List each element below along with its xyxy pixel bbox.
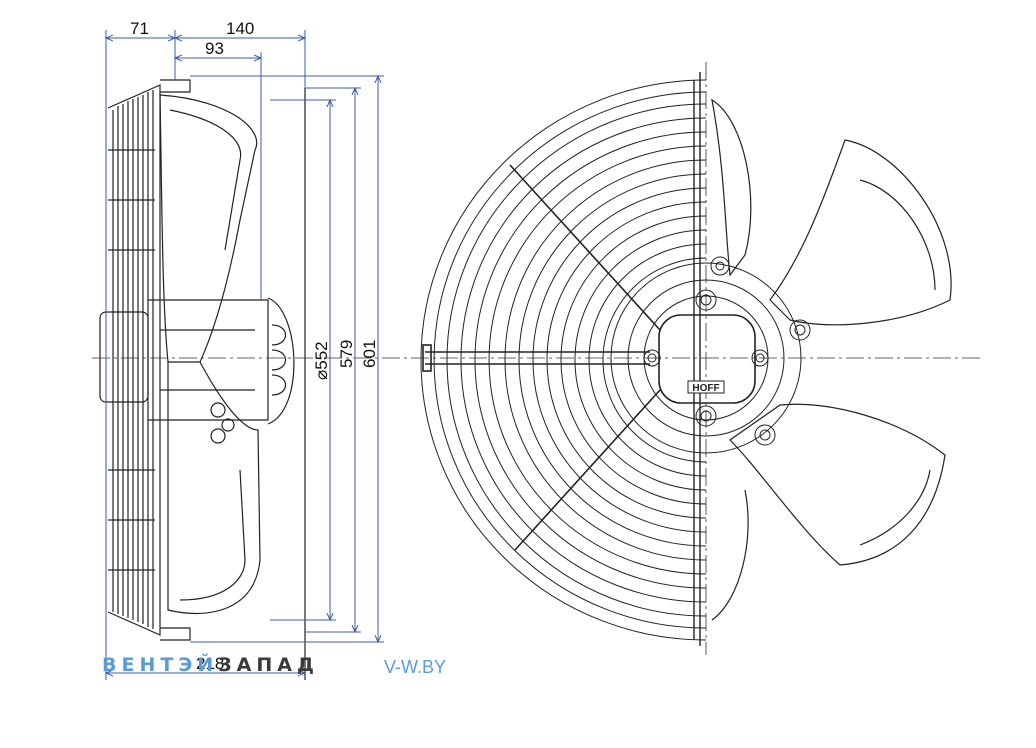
site-watermark: V-W.BY [384, 657, 447, 677]
side-motor [99, 297, 295, 425]
dim-93-label: 93 [205, 39, 224, 58]
front-view [420, 72, 952, 646]
hub-label: HOFF [692, 383, 719, 394]
dim-552-label: ⌀552 [312, 341, 331, 380]
brand-watermark: ВЕНТЭЙЗАПАД [102, 654, 319, 676]
front-blades [711, 98, 952, 621]
dim-71-label: 71 [130, 19, 149, 38]
dim-601-label: 601 [360, 340, 379, 368]
dim-140-label: 140 [226, 19, 254, 38]
front-hub [610, 256, 811, 454]
side-guard [107, 79, 191, 641]
dim-218-label: 218 [196, 654, 224, 673]
dimension-lines [106, 30, 384, 680]
side-view [99, 79, 306, 680]
brand-part-1: ВЕНТЭЙ [102, 654, 219, 676]
front-guard-rings [420, 79, 707, 641]
side-blades [159, 94, 261, 615]
front-guard-spokes [422, 164, 661, 551]
hub-nameplate [687, 380, 725, 394]
dim-579-label: 579 [337, 340, 356, 368]
brand-part-2: ЗАПАД [218, 654, 319, 676]
